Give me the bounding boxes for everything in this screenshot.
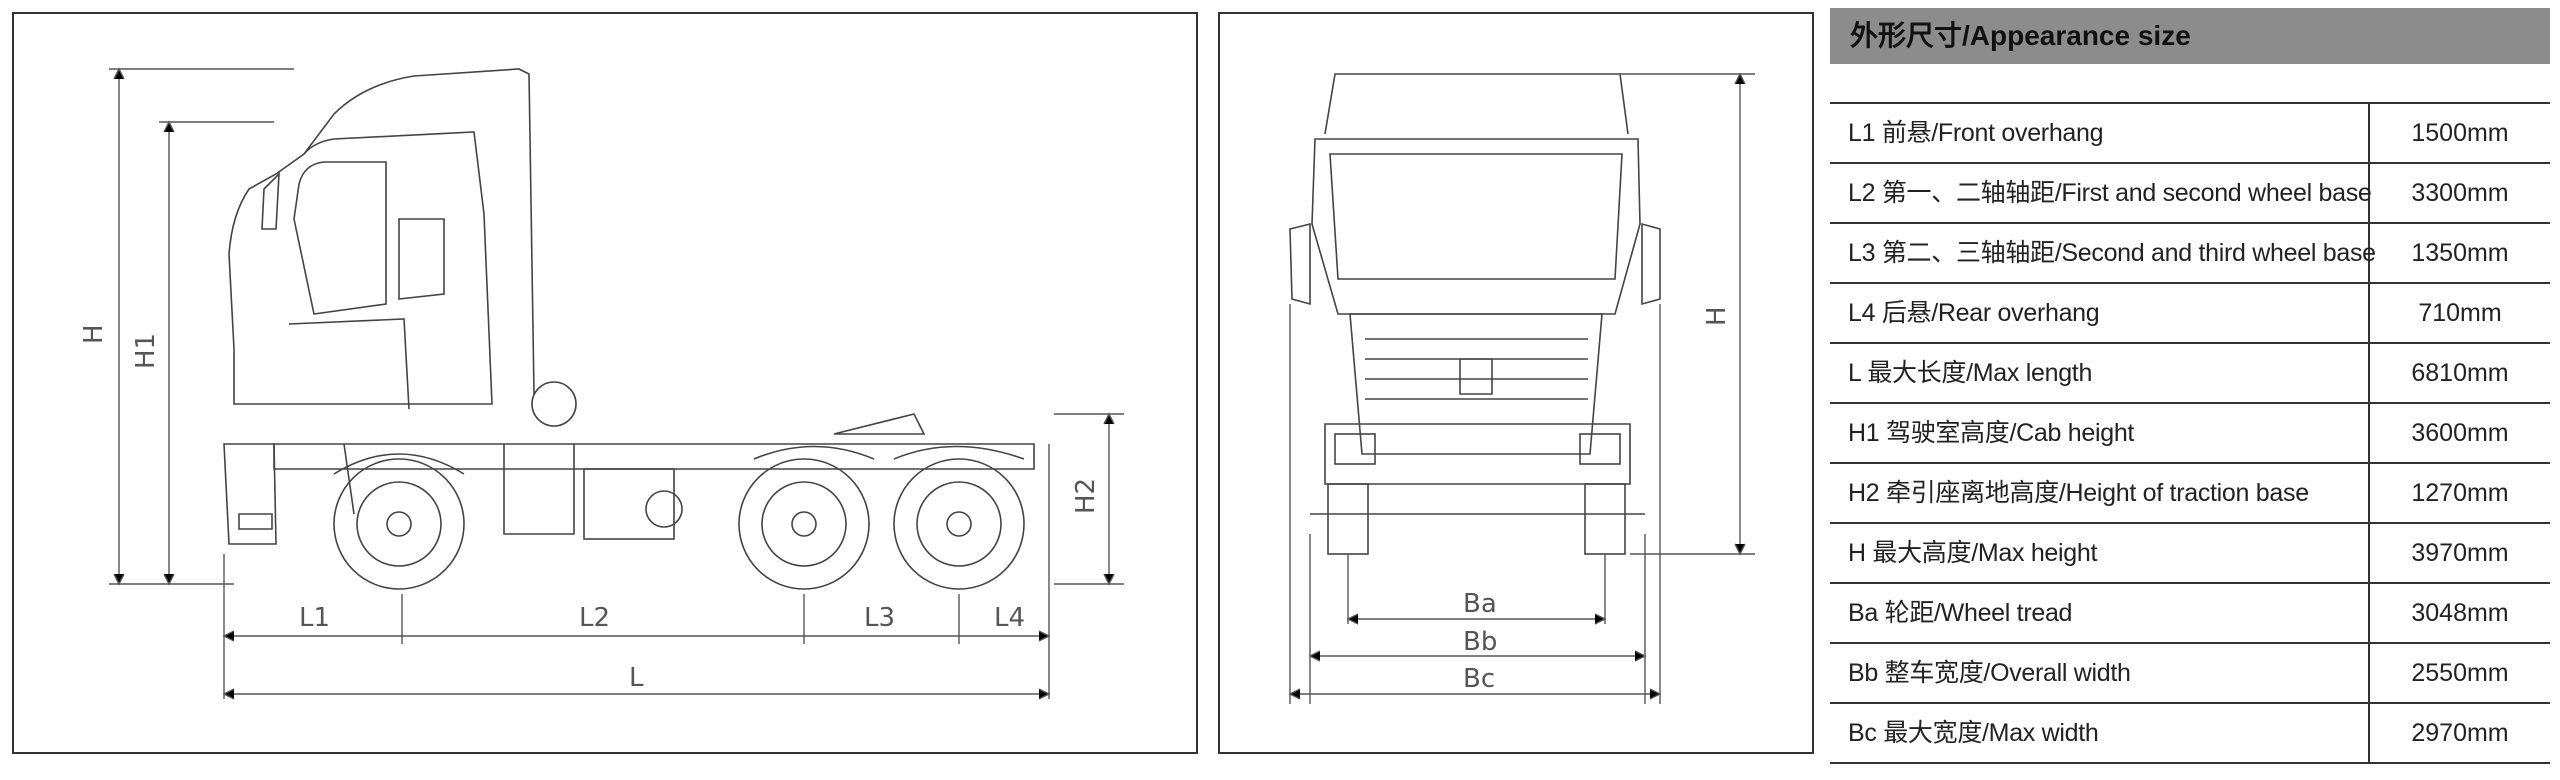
- spec-value: 2550mm: [2411, 659, 2509, 687]
- middle-wheel: [738, 458, 870, 590]
- right-wheel: [1584, 483, 1626, 555]
- spec-value: 3300mm: [2411, 179, 2509, 207]
- front-mirrors: [1289, 222, 1661, 306]
- table-row: L4 后悬/Rear overhang 710mm: [1830, 284, 2550, 344]
- label-L3: L3: [864, 603, 895, 633]
- table-row: H 最大高度/Max height 3970mm: [1830, 524, 2550, 584]
- label-front-H: H: [1702, 306, 1732, 326]
- cab-outline: [228, 131, 493, 405]
- spec-label: L 最大长度/Max length: [1830, 344, 2370, 402]
- windshield: [1329, 153, 1623, 280]
- table-row: H1 驾驶室高度/Cab height 3600mm: [1830, 404, 2550, 464]
- table-row: L2 第一、二轴轴距/First and second wheel base 33…: [1830, 164, 2550, 224]
- spec-label: H1 驾驶室高度/Cab height: [1830, 404, 2370, 462]
- spec-label: H2 牵引座离地高度/Height of traction base: [1830, 464, 2370, 522]
- spec-value: 3600mm: [2411, 419, 2509, 447]
- spec-label: L3 第二、三轴轴距/Second and third wheel base: [1830, 224, 2376, 282]
- label-L2: L2: [579, 603, 610, 633]
- spec-value: 1270mm: [2411, 479, 2509, 507]
- label-H: H: [79, 324, 109, 344]
- spec-label: Bc 最大宽度/Max width: [1830, 704, 2370, 762]
- spec-value: 2970mm: [2411, 719, 2509, 747]
- rear-wheel: [893, 458, 1025, 590]
- label-Ba: Ba: [1463, 589, 1497, 619]
- spec-label: Bb 整车宽度/Overall width: [1830, 644, 2370, 702]
- label-L4: L4: [994, 603, 1025, 633]
- label-L1: L1: [299, 603, 330, 633]
- spec-value: 3970mm: [2411, 539, 2509, 567]
- front-cab: [1311, 138, 1641, 315]
- table-rows: L1 前悬/Front overhang 1500mm L2 第一、二轴轴距/Fir…: [1830, 104, 2550, 764]
- spec-value: 6810mm: [2411, 359, 2509, 387]
- spec-label: H 最大高度/Max height: [1830, 524, 2370, 582]
- table-row: Ba 轮距/Wheel tread 3048mm: [1830, 584, 2550, 644]
- table-row: L 最大长度/Max length 6810mm: [1830, 344, 2550, 404]
- spec-label: L4 后悬/Rear overhang: [1830, 284, 2370, 342]
- side-view-svg: H H1 H2 L1 L2 L3 L4 L: [79, 67, 1124, 700]
- label-Bc: Bc: [1463, 664, 1495, 694]
- table-row: Bb 整车宽度/Overall width 2550mm: [1830, 644, 2550, 704]
- spec-value: 1500mm: [2411, 119, 2509, 147]
- table-row: H2 牵引座离地高度/Height of traction base 1270mm: [1830, 464, 2550, 524]
- cab-window: [293, 161, 387, 315]
- front-bumper: [223, 443, 277, 545]
- spec-label: Ba 轮距/Wheel tread: [1830, 584, 2370, 642]
- label-H2: H2: [1071, 478, 1101, 514]
- front-grille: [1349, 313, 1603, 455]
- table-title: 外形尺寸/Appearance size: [1830, 8, 2550, 64]
- front-bumper: [1324, 423, 1631, 485]
- label-H1: H1: [131, 333, 161, 369]
- front-view-svg: H Ba Bb Bc: [1288, 72, 1755, 704]
- table-row: L1 前悬/Front overhang 1500mm: [1830, 104, 2550, 164]
- side-view-drawing: H H1 H2 L1 L2 L3 L4 L: [12, 12, 1198, 754]
- table-row: Bc 最大宽度/Max width 2970mm: [1830, 704, 2550, 764]
- front-fender: [333, 453, 465, 475]
- mirror: [261, 171, 280, 230]
- spec-label: L2 第一、二轴轴距/First and second wheel base: [1830, 164, 2372, 222]
- fifth-wheel: [833, 413, 926, 435]
- label-L: L: [629, 663, 644, 693]
- left-wheel: [1327, 483, 1369, 555]
- rear-fender: [753, 445, 1025, 460]
- front-view-drawing: H Ba Bb Bc: [1218, 12, 1814, 754]
- spec-value: 1350mm: [2411, 239, 2509, 267]
- front-roof: [1324, 73, 1629, 135]
- front-wheel: [333, 458, 465, 590]
- table-row: L3 第二、三轴轴距/Second and third wheel base 13…: [1830, 224, 2550, 284]
- label-Bb: Bb: [1463, 627, 1497, 657]
- fuel-tank: [583, 468, 675, 540]
- roof-spoiler: [303, 68, 535, 395]
- chassis-frame: [273, 443, 1035, 470]
- appearance-size-table: 外形尺寸/Appearance size L1 前悬/Front overhan…: [1830, 8, 2550, 764]
- spec-value: 3048mm: [2411, 599, 2509, 627]
- spec-label: L1 前悬/Front overhang: [1830, 104, 2370, 162]
- table-spacer: [1830, 64, 2550, 104]
- spec-value: 710mm: [2418, 299, 2502, 327]
